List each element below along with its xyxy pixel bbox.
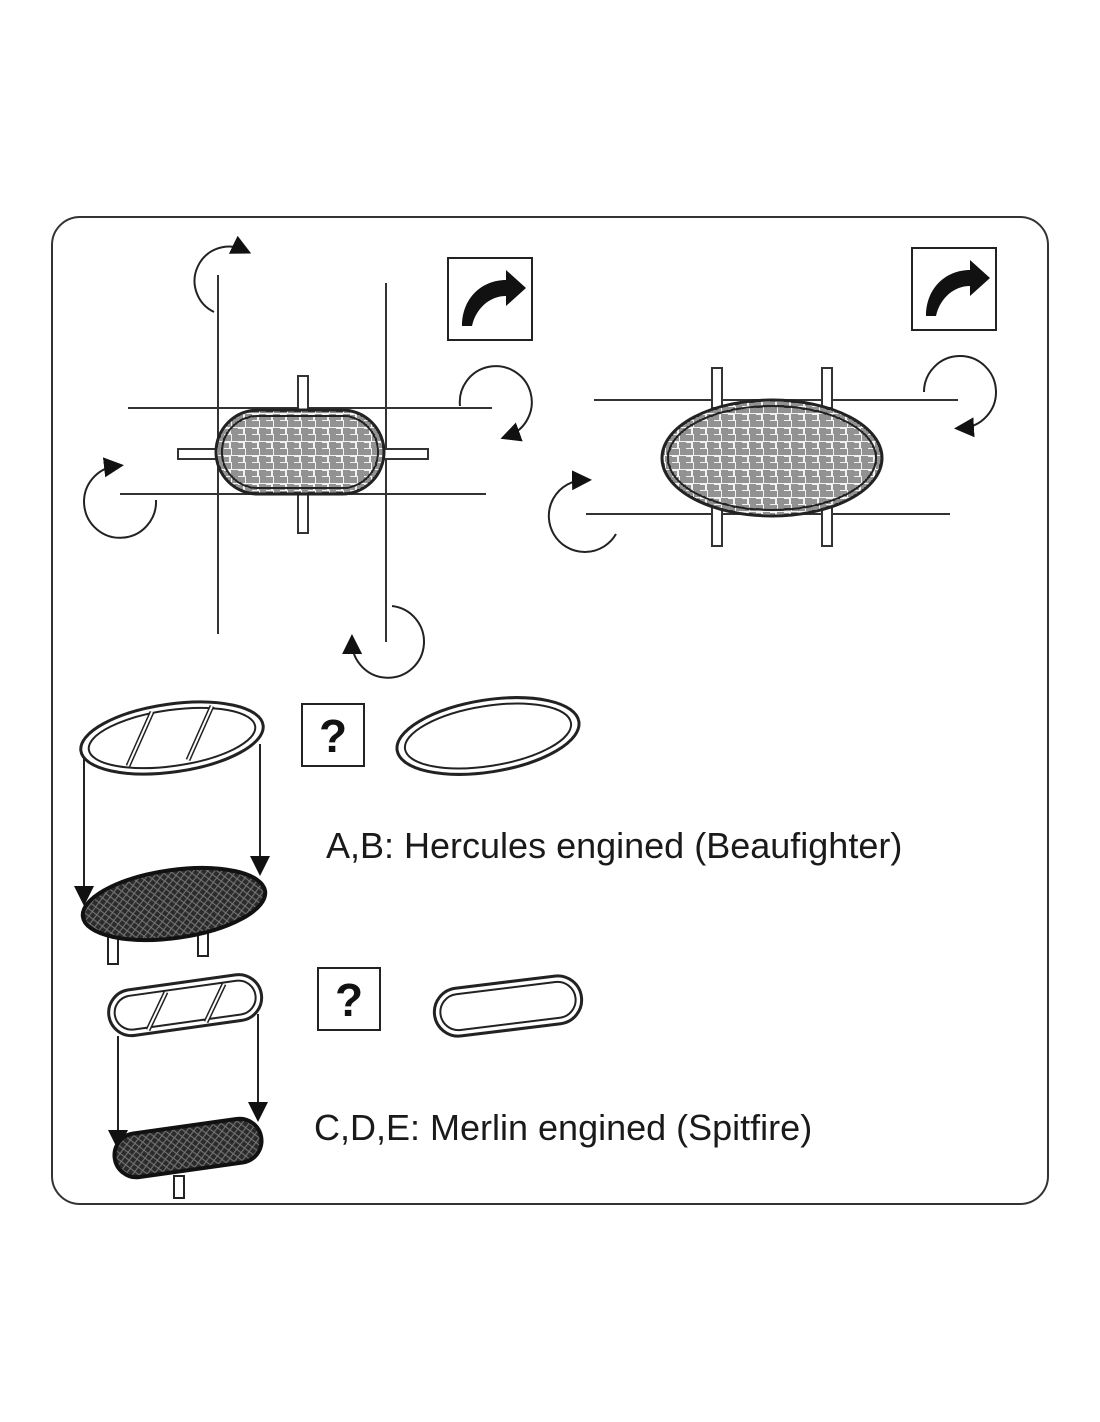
hercules-grille-assembly [120,275,492,642]
rotate-icon-box-1 [447,257,533,341]
rotate-icon-box-2 [911,247,997,331]
rotation-arrows-right [547,355,997,553]
question-box-2: ? [317,967,381,1031]
hercules-exploded-view [74,700,270,965]
question-mark-icon: ? [335,974,363,1026]
caption-hercules: A,B: Hercules engined (Beaufighter) [326,825,902,866]
caption-merlin: C,D,E: Merlin engined (Spitfire) [314,1107,812,1148]
question-box-1: ? [301,703,365,767]
oval-grille [660,398,884,518]
curved-arrow-icon [926,260,990,316]
merlin-exploded-view [107,973,268,1199]
oval-grille-assembly [586,367,958,547]
merlin-outline-ring [432,974,584,1038]
merlin-grille-dark [112,1116,264,1180]
hercules-grille [214,408,386,496]
curved-arrow-icon [462,270,526,326]
question-mark-icon: ? [319,710,347,762]
diagram-frame [51,216,1049,1205]
rotation-arrows-left [83,235,533,679]
hercules-grille-dark [80,865,268,943]
hercules-outline-ring [395,696,581,776]
